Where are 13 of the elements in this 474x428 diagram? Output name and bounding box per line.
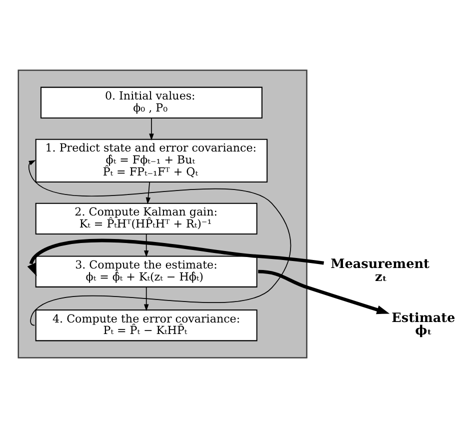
arrow: [144, 286, 149, 312]
arrow: [149, 118, 154, 140]
node-box: 4. Compute the error covariance: Pₜ = P̂ₜ − KₜHP̂ₜ: [35, 309, 258, 342]
node-box: 3. Compute the estimate: ϕₜ = ϕ̂ₜ + Kₜ(zₜ − Hϕ̂ₜ): [35, 256, 258, 288]
node-text: Measurement zₜ: [330, 257, 430, 285]
node-text: Estimate ϕₜ: [392, 310, 456, 339]
node-box: 2. Compute Kalman gain: Kₜ = P̂ₜHᵀ(HP̂ₜHᵀ + Rₜ)⁻¹: [35, 202, 258, 235]
node-box: 0. Initial values: ϕ₀ , P₀: [40, 86, 262, 119]
arrow: [258, 270, 390, 314]
arrow: [144, 234, 149, 258]
arrow: [146, 182, 151, 204]
cluster: [18, 70, 308, 358]
node-box: 1. Predict state and error covariance: ϕ̂ₜ = Fϕₜ₋₁ + Buₜ P̂ₜ = FPₜ₋₁Fᵀ + Qₜ: [35, 138, 268, 183]
